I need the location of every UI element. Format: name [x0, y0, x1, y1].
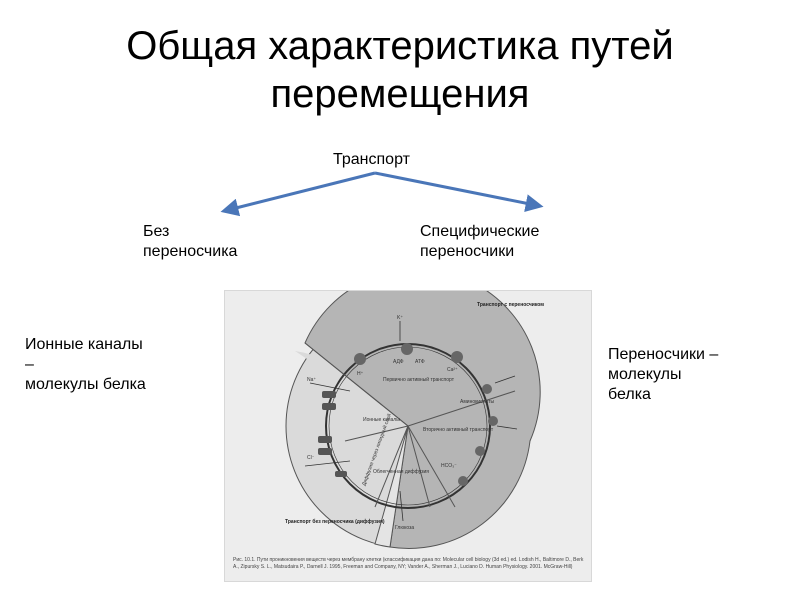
fig-ion-cl: Cl⁻ — [307, 455, 315, 461]
fig-facilitated-label: Облегченная диффузия — [373, 469, 429, 475]
arrow-to-specific — [374, 171, 544, 213]
transport-diagram: Транспорт с переносчиком Транспорт без п… — [285, 291, 544, 549]
fig-carrier-transport-label: Транспорт с переносчиком — [477, 302, 544, 308]
fig-ion-hco3: HCO₃⁻ — [441, 463, 457, 469]
fig-glucose-label: Глюкоза — [395, 525, 414, 531]
figure-caption: Рис. 10.1. Пути проникновения веществ че… — [233, 557, 584, 570]
membrane-transport-figure: Транспорт с переносчиком Транспорт без п… — [224, 290, 592, 582]
fig-ion-h: H⁺ — [357, 371, 364, 377]
fig-secondary-active-label: Вторично активный транспорт — [423, 426, 494, 433]
no-carrier-label: Без переносчика — [143, 223, 238, 260]
specific-carriers-label: Специфические переносчики — [420, 223, 540, 260]
fig-amino-acids-label: Аминокислоты — [460, 399, 495, 405]
slide-title: Общая характеристика путей перемещения — [126, 24, 674, 116]
fig-primary-active-label: Первично активный транспорт — [383, 376, 455, 383]
arrow-to-no-carrier — [220, 171, 376, 217]
fig-adp: АДФ — [393, 359, 404, 365]
fig-ion-channels-label: Ионные каналы — [363, 417, 400, 423]
fig-ion-ca: Ca²⁺ — [447, 367, 458, 373]
fig-ion-na: Na⁺ — [307, 377, 316, 383]
transport-label: Транспорт — [333, 151, 410, 168]
fig-diffusion-label: Транспорт без переносчика (диффузия) — [285, 518, 385, 525]
fig-ion-k: K⁺ — [397, 315, 403, 321]
ion-channels-label: Ионные каналы – молекулы белка — [25, 336, 146, 393]
fig-atp: АТФ — [415, 359, 425, 365]
carriers-label: Переносчики – молекулы белка — [608, 346, 719, 403]
